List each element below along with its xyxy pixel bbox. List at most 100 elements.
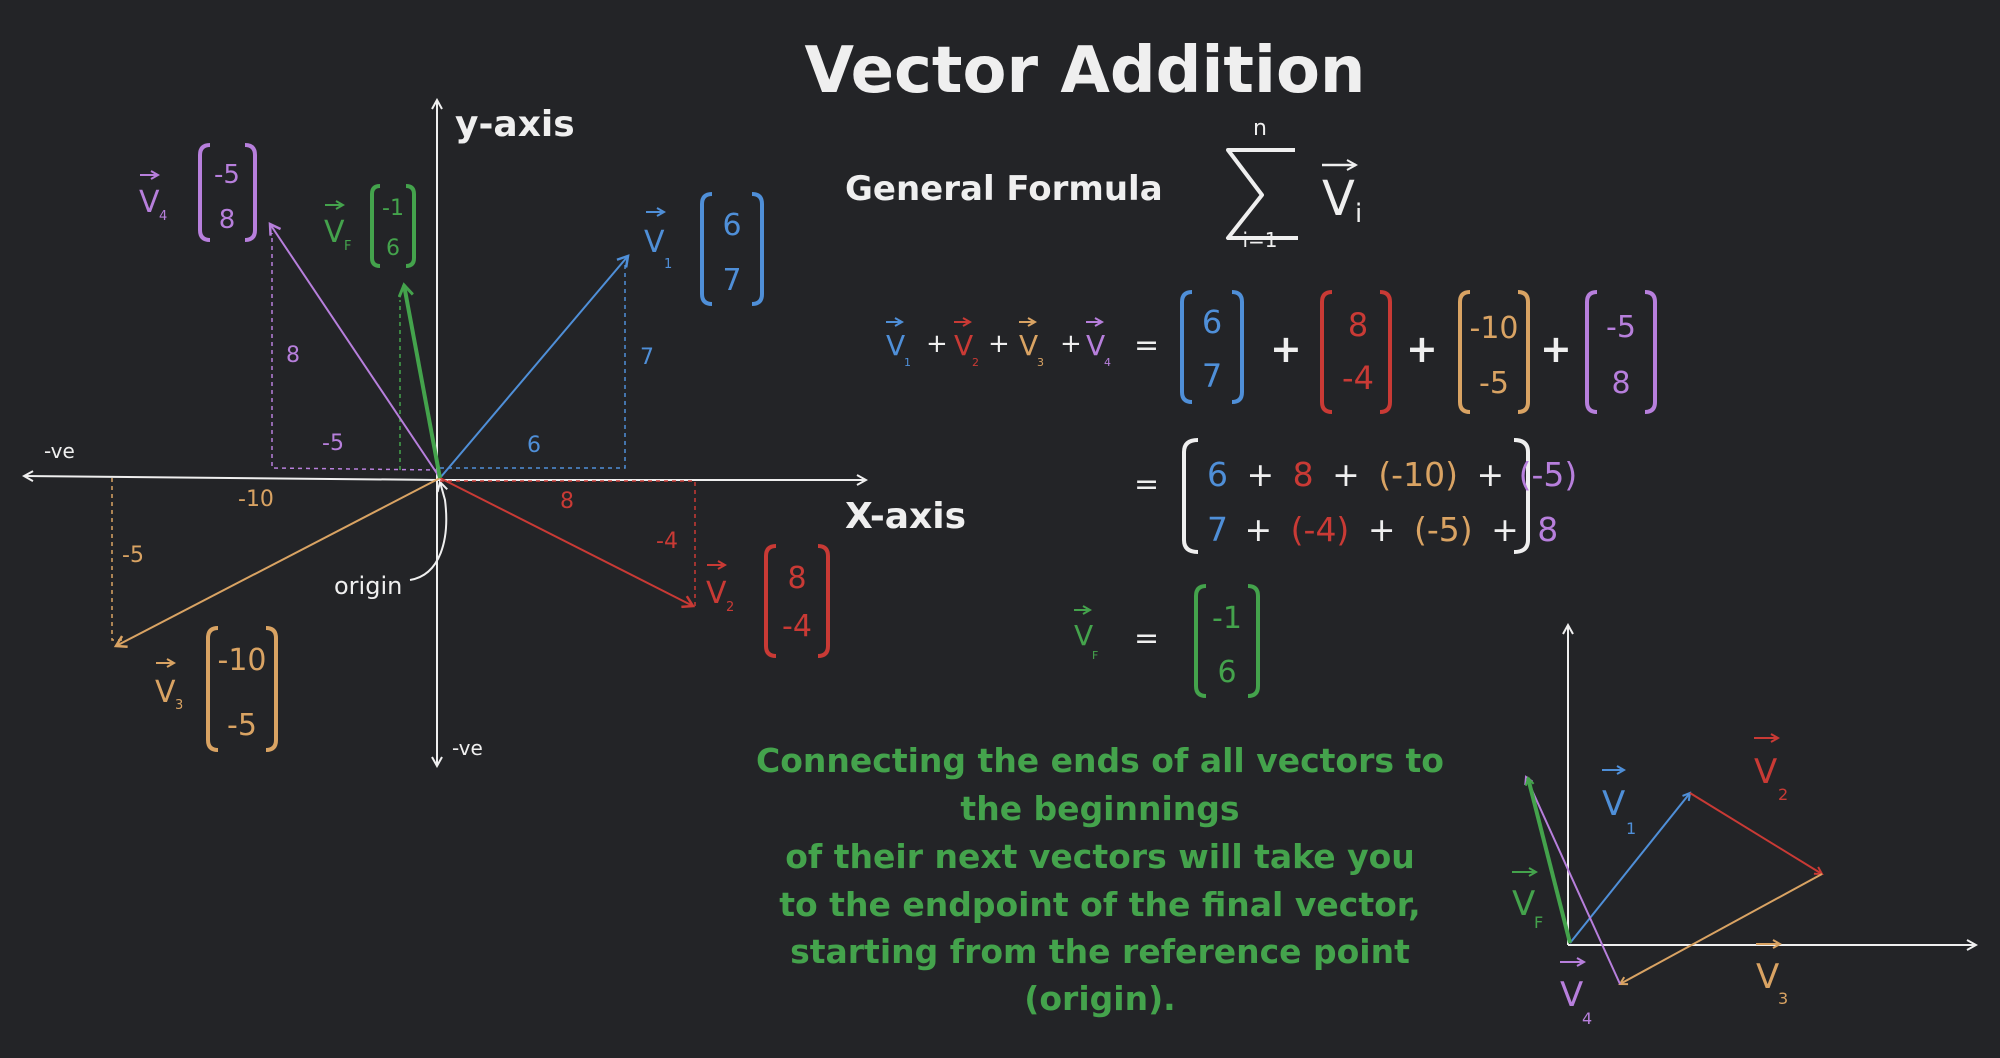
sum-upper-limit: n bbox=[1253, 116, 1267, 141]
general-formula: General Formula n i=1 V i bbox=[845, 116, 1362, 252]
inset-v1-name: V bbox=[1602, 784, 1625, 824]
equals-3: = bbox=[1134, 621, 1159, 656]
vf-col-x: -1 bbox=[382, 196, 404, 221]
lhs-sum: V 1 + V 2 + V 3 + V 4 = bbox=[886, 322, 1159, 369]
rhs-v3-column: -10 -5 bbox=[1458, 290, 1530, 414]
rhs-v3-x: -10 bbox=[1470, 311, 1519, 346]
page-title: Vector Addition bbox=[805, 34, 1366, 108]
sum-bottom-5: + bbox=[1491, 510, 1519, 549]
rhs-v1-column: 6 7 bbox=[1180, 290, 1244, 404]
inset-v1-sub: 1 bbox=[1626, 819, 1636, 838]
vf-col-y: 6 bbox=[386, 236, 400, 261]
sum-top-1: + bbox=[1247, 455, 1275, 494]
inset-v2-name: V bbox=[1754, 752, 1777, 792]
note-line-6: (origin). bbox=[1024, 979, 1175, 1018]
equation-block: V 1 + V 2 + V 3 + V 4 = 6 7 + 8 bbox=[886, 290, 1657, 698]
v1-component-guide bbox=[440, 262, 626, 469]
v2-name-text: V bbox=[706, 576, 727, 611]
v3-col-y: -5 bbox=[227, 708, 257, 743]
result-vf-y: 6 bbox=[1217, 655, 1236, 690]
inset-v4-arrow bbox=[1526, 777, 1621, 985]
v1-col-x: 6 bbox=[722, 208, 741, 243]
lhs-plus-1: + bbox=[926, 329, 948, 359]
v2-arrow bbox=[439, 477, 693, 606]
v3-col-x: -10 bbox=[218, 643, 267, 678]
v3-name-text: V bbox=[155, 675, 176, 710]
formula-term: V bbox=[1322, 171, 1355, 227]
inset-v4-sub: 4 bbox=[1582, 1009, 1592, 1028]
lhs-v3-sub: 3 bbox=[1037, 356, 1044, 369]
inset-vf-name: V bbox=[1512, 884, 1535, 924]
v2-col-y: -4 bbox=[782, 609, 812, 644]
v3-column-vector: -10 -5 bbox=[206, 626, 278, 752]
v4-col-y: 8 bbox=[219, 205, 236, 235]
lhs-v2-sub: 2 bbox=[972, 356, 979, 369]
v4-column-vector: -5 8 bbox=[198, 143, 257, 242]
v2-y-component-label: -4 bbox=[656, 529, 678, 554]
note-line-5: starting from the reference point bbox=[790, 932, 1410, 971]
sum-lower-limit: i=1 bbox=[1242, 228, 1277, 252]
note-line-3: of their next vectors will take you bbox=[785, 837, 1415, 876]
rhs-plus-1: + bbox=[1270, 327, 1302, 371]
v1-name-text: V bbox=[644, 225, 665, 260]
v2-col-x: 8 bbox=[787, 561, 806, 596]
x-axis-label: X-axis bbox=[845, 496, 966, 537]
inset-vf-arrow bbox=[1528, 778, 1572, 944]
x-axis-negative-line bbox=[24, 476, 441, 480]
v4-col-x: -5 bbox=[214, 160, 240, 190]
sum-top-5: + bbox=[1476, 455, 1504, 494]
inset-v3-name: V bbox=[1756, 957, 1779, 997]
lhs-v4: V bbox=[1086, 329, 1105, 362]
inset-v4-label: V 4 bbox=[1560, 962, 1592, 1028]
v1-y-component-label: 7 bbox=[640, 345, 654, 370]
neg-y-label: -ve bbox=[452, 736, 483, 760]
rhs-v4-column: -5 8 bbox=[1585, 290, 1657, 414]
formula-term-sub: i bbox=[1355, 199, 1362, 229]
summation-sign bbox=[1226, 148, 1298, 240]
v3-name-sub: 3 bbox=[175, 698, 183, 713]
sum-bottom-2: (-4) bbox=[1291, 510, 1350, 549]
v1-col-y: 7 bbox=[722, 263, 741, 298]
vf-name-label: V F bbox=[324, 205, 351, 254]
tip-to-tail-inset: V 1 V 2 V 3 V 4 V F bbox=[1512, 625, 1976, 1028]
explanation-note: Connecting the ends of all vectors to th… bbox=[756, 741, 1444, 1018]
equals-1: = bbox=[1134, 328, 1159, 363]
inset-vf-sub: F bbox=[1534, 913, 1543, 932]
y-axis-label: y-axis bbox=[455, 104, 575, 145]
result-vf-sub: F bbox=[1092, 649, 1098, 662]
inset-v3-sub: 3 bbox=[1778, 989, 1788, 1008]
origin-label: origin bbox=[334, 572, 402, 600]
lhs-plus-3: + bbox=[1060, 329, 1082, 359]
v1-column-vector: 6 7 bbox=[700, 192, 764, 306]
sum-bottom-6: 8 bbox=[1537, 510, 1558, 549]
rhs-v2-x: 8 bbox=[1348, 306, 1368, 344]
v1-x-component-label: 6 bbox=[527, 433, 541, 458]
sum-top-4: (-10) bbox=[1378, 455, 1458, 494]
neg-x-label: -ve bbox=[44, 439, 75, 463]
inset-v4-name: V bbox=[1560, 975, 1583, 1015]
v1-name-sub: 1 bbox=[664, 257, 672, 272]
note-line-1: Connecting the ends of all vectors to bbox=[756, 741, 1444, 780]
v4-x-component-label: -5 bbox=[322, 431, 344, 456]
equals-2: = bbox=[1134, 467, 1159, 502]
v3-arrow bbox=[116, 477, 441, 646]
lhs-v1-sub: 1 bbox=[904, 356, 911, 369]
rhs-v3-y: -5 bbox=[1479, 366, 1509, 401]
result-vf-name: V bbox=[1074, 619, 1093, 652]
v4-name-text: V bbox=[139, 185, 160, 220]
vf-arrow bbox=[404, 285, 442, 479]
lhs-v2: V bbox=[954, 329, 973, 362]
v4-arrow bbox=[270, 224, 441, 479]
v1-arrow bbox=[439, 256, 628, 479]
rhs-v2-column: 8 -4 bbox=[1320, 290, 1392, 414]
sum-bottom-1: + bbox=[1245, 510, 1273, 549]
inset-vf-label: V F bbox=[1512, 872, 1543, 932]
result-vf-x: -1 bbox=[1212, 601, 1242, 636]
rhs-plus-2: + bbox=[1406, 327, 1438, 371]
v4-name-label: V 4 bbox=[139, 175, 167, 224]
inset-v1-arrow bbox=[1569, 793, 1690, 944]
v4-component-guide bbox=[271, 233, 439, 471]
v2-name-label: V 2 bbox=[706, 565, 734, 615]
sum-top-3: + bbox=[1332, 455, 1360, 494]
